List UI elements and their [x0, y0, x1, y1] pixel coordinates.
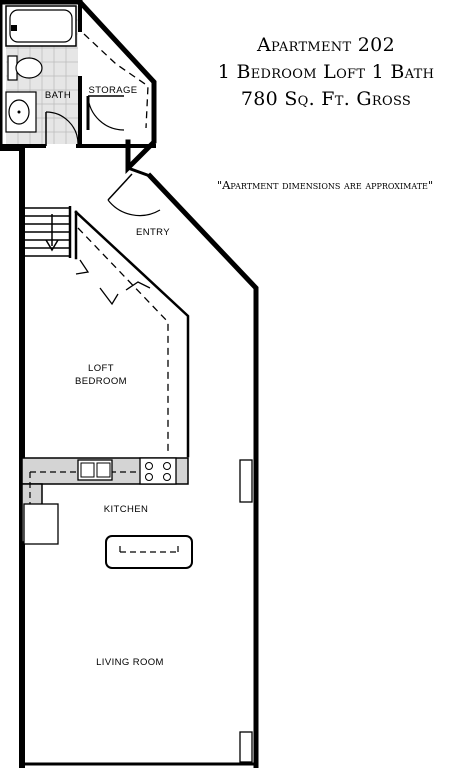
stove [139, 457, 177, 485]
storage-label: STORAGE [88, 85, 138, 96]
loft-railing-line [77, 227, 169, 452]
living-room-label: LIVING ROOM [96, 657, 164, 668]
toilet [7, 55, 43, 81]
dimension-note: "Apartment dimensions are approximate" [216, 178, 434, 192]
loft-closet-doors [75, 259, 151, 306]
bath-door [45, 111, 79, 146]
bathtub [5, 5, 77, 47]
storage-door [86, 95, 125, 131]
loft-label-line1: LOFT [88, 363, 114, 374]
title-block: Apartment 202 1 Bedroom Loft 1 Bath 780 … [206, 32, 446, 113]
windows [239, 459, 253, 763]
bath-sink [5, 91, 37, 133]
bath-label: BATH [44, 90, 72, 101]
square-footage: 780 Sq. Ft. Gross [240, 88, 412, 110]
loft-bedroom-label: LOFT BEDROOM [66, 362, 136, 388]
storage-shelf-line [83, 33, 149, 129]
stairs [22, 206, 72, 258]
apartment-number: Apartment 202 [257, 34, 395, 56]
unit-type: 1 Bedroom Loft 1 Bath [217, 61, 435, 83]
entry-label: ENTRY [135, 227, 171, 238]
entry-door [107, 173, 161, 217]
kitchen-island [105, 535, 193, 569]
refrigerator [23, 503, 59, 545]
loft-label-line2: BEDROOM [75, 376, 127, 387]
kitchen-sink [77, 459, 113, 481]
kitchen-label: KITCHEN [103, 504, 149, 515]
